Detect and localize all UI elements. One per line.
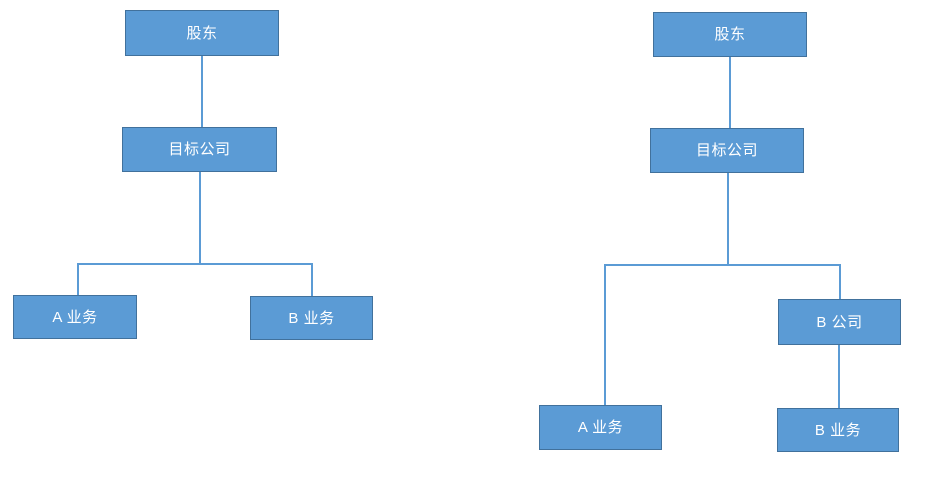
node-label: A 业务	[52, 308, 98, 326]
connector-line	[838, 345, 840, 409]
node-label: 目标公司	[168, 141, 231, 158]
connector-line	[727, 173, 729, 265]
node-left-shareholder[interactable]: 股东	[125, 10, 279, 56]
connector-line	[604, 264, 606, 406]
node-left-target-company[interactable]: 目标公司	[122, 127, 277, 172]
connector-line	[729, 57, 731, 129]
connector-line	[77, 263, 79, 296]
node-label: B 业务	[814, 421, 862, 439]
node-label: B 公司	[816, 313, 863, 331]
node-right-target-company[interactable]: 目标公司	[650, 128, 804, 173]
node-label: B 业务	[288, 309, 335, 327]
node-right-company-b[interactable]: B 公司	[778, 299, 901, 345]
node-right-business-b[interactable]: B 业务	[777, 408, 899, 452]
node-label: A 业务	[577, 419, 624, 436]
node-right-business-a[interactable]: A 业务	[539, 405, 662, 450]
node-label: 股东	[186, 24, 218, 42]
node-right-shareholder[interactable]: 股东	[653, 12, 807, 57]
node-label: 目标公司	[695, 142, 758, 159]
node-left-business-a[interactable]: A 业务	[13, 295, 137, 339]
connector-line	[839, 264, 841, 300]
node-left-business-b[interactable]: B 业务	[250, 296, 373, 340]
connector-line	[199, 172, 201, 264]
connector-line	[604, 264, 840, 266]
connector-line	[201, 56, 203, 127]
connector-line	[77, 263, 313, 265]
node-label: 股东	[714, 26, 746, 43]
connector-line	[311, 263, 313, 297]
